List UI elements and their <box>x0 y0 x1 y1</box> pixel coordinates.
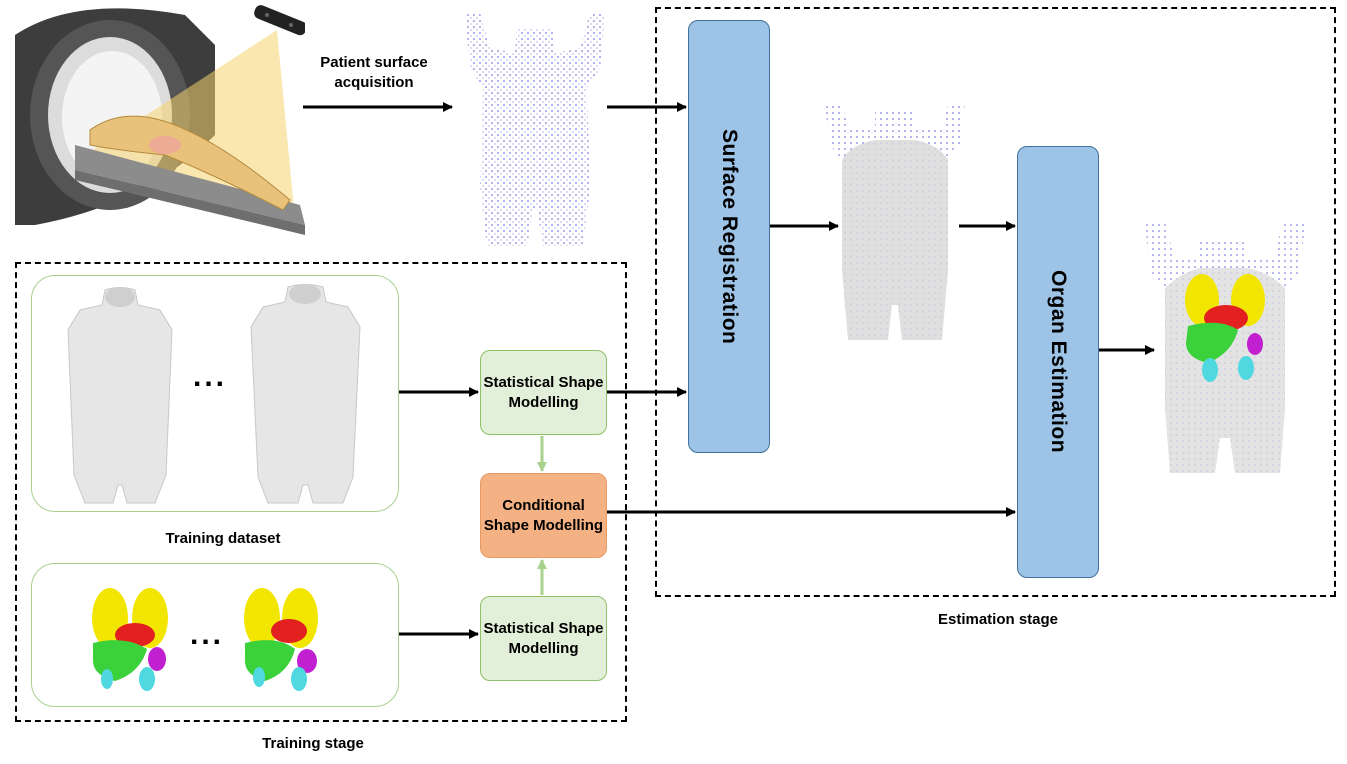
training-dataset-label: Training dataset <box>165 530 281 547</box>
estimation-stage-label: Estimation stage <box>937 611 1059 628</box>
torso-mesh-icon <box>67 287 173 504</box>
ssm-organ-box: Statistical Shape Modelling <box>480 596 607 681</box>
ssm-surface-box: Statistical Shape Modelling <box>480 350 607 435</box>
training-organ-panel <box>31 563 399 707</box>
organ-estimation-box: Organ Estimation <box>1017 146 1099 578</box>
registered-torso-icon <box>825 105 965 340</box>
training-stage-label: Training stage <box>262 735 364 752</box>
organ-mesh-icon-1 <box>92 588 168 691</box>
conditional-shape-modelling-box: Conditional Shape Modelling <box>480 473 607 558</box>
ct-scanner-icon <box>15 5 305 245</box>
acquisition-label: Patient surface acquisition <box>320 54 428 91</box>
training-torso-ellipsis: ... <box>193 360 228 393</box>
estimation-stage-region <box>655 7 1336 597</box>
training-stage-region <box>15 262 627 722</box>
organ-mesh-icon <box>1185 274 1265 382</box>
organ-mesh-icon-2 <box>244 588 318 691</box>
point-cloud-torso-icon <box>465 13 605 246</box>
training-organ-ellipsis: ... <box>190 618 225 651</box>
depth-camera-icon <box>254 5 305 36</box>
estimated-organs-torso-icon <box>1145 223 1305 473</box>
surface-registration-box: Surface Registration <box>688 20 770 453</box>
torso-mesh-icon-2 <box>250 284 361 504</box>
